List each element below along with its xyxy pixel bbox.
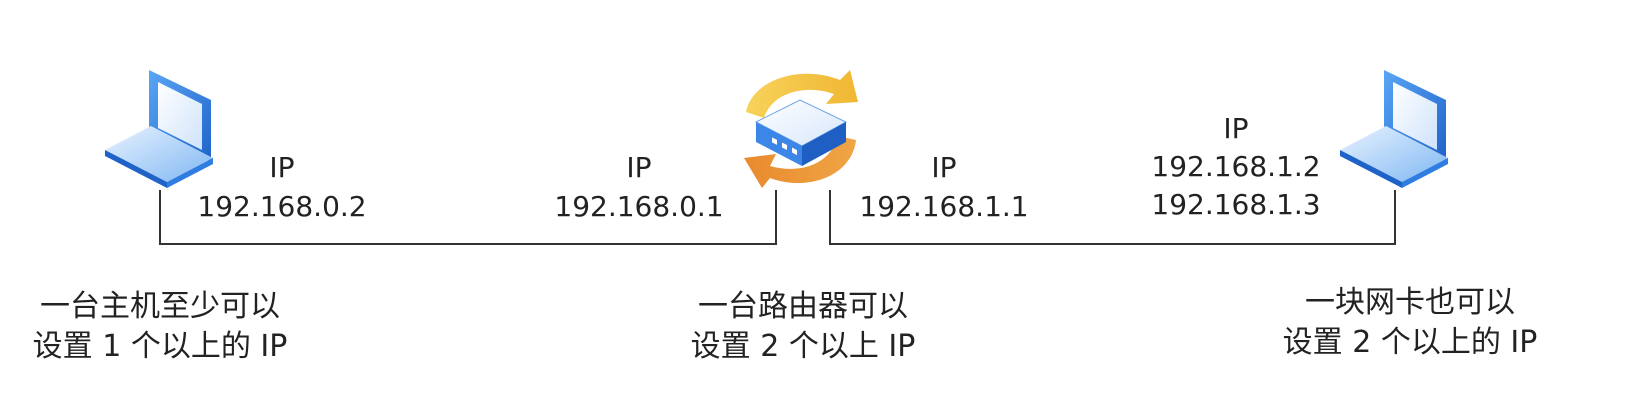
right-host-ip-heading: IP [1223, 112, 1248, 145]
left-host-ip-heading: IP [269, 151, 294, 184]
left-host-caption-line2: 设置 1 个以上的 IP [33, 329, 288, 364]
router-caption-line2: 设置 2 个以上 IP [691, 329, 916, 364]
laptop-icon-left [105, 70, 213, 188]
router-caption-line1: 一台路由器可以 [698, 289, 908, 324]
right-host-caption-line2: 设置 2 个以上的 IP [1283, 325, 1538, 360]
router-left-ip: 192.168.0.1 [554, 190, 723, 223]
right-host-ip-1: 192.168.1.2 [1151, 150, 1320, 183]
left-host-caption-line1: 一台主机至少可以 [40, 289, 280, 324]
right-host-ip-2: 192.168.1.3 [1151, 188, 1320, 221]
router-left-ip-heading: IP [626, 151, 651, 184]
router-right-ip: 192.168.1.1 [859, 190, 1028, 223]
left-host-ip: 192.168.0.2 [197, 190, 366, 223]
laptop-icon-right [1340, 70, 1448, 188]
router-icon [744, 70, 858, 188]
connection-line-right [829, 190, 1396, 245]
router-right-ip-heading: IP [931, 151, 956, 184]
connection-line-left [159, 190, 777, 245]
right-host-caption-line1: 一块网卡也可以 [1305, 285, 1515, 320]
